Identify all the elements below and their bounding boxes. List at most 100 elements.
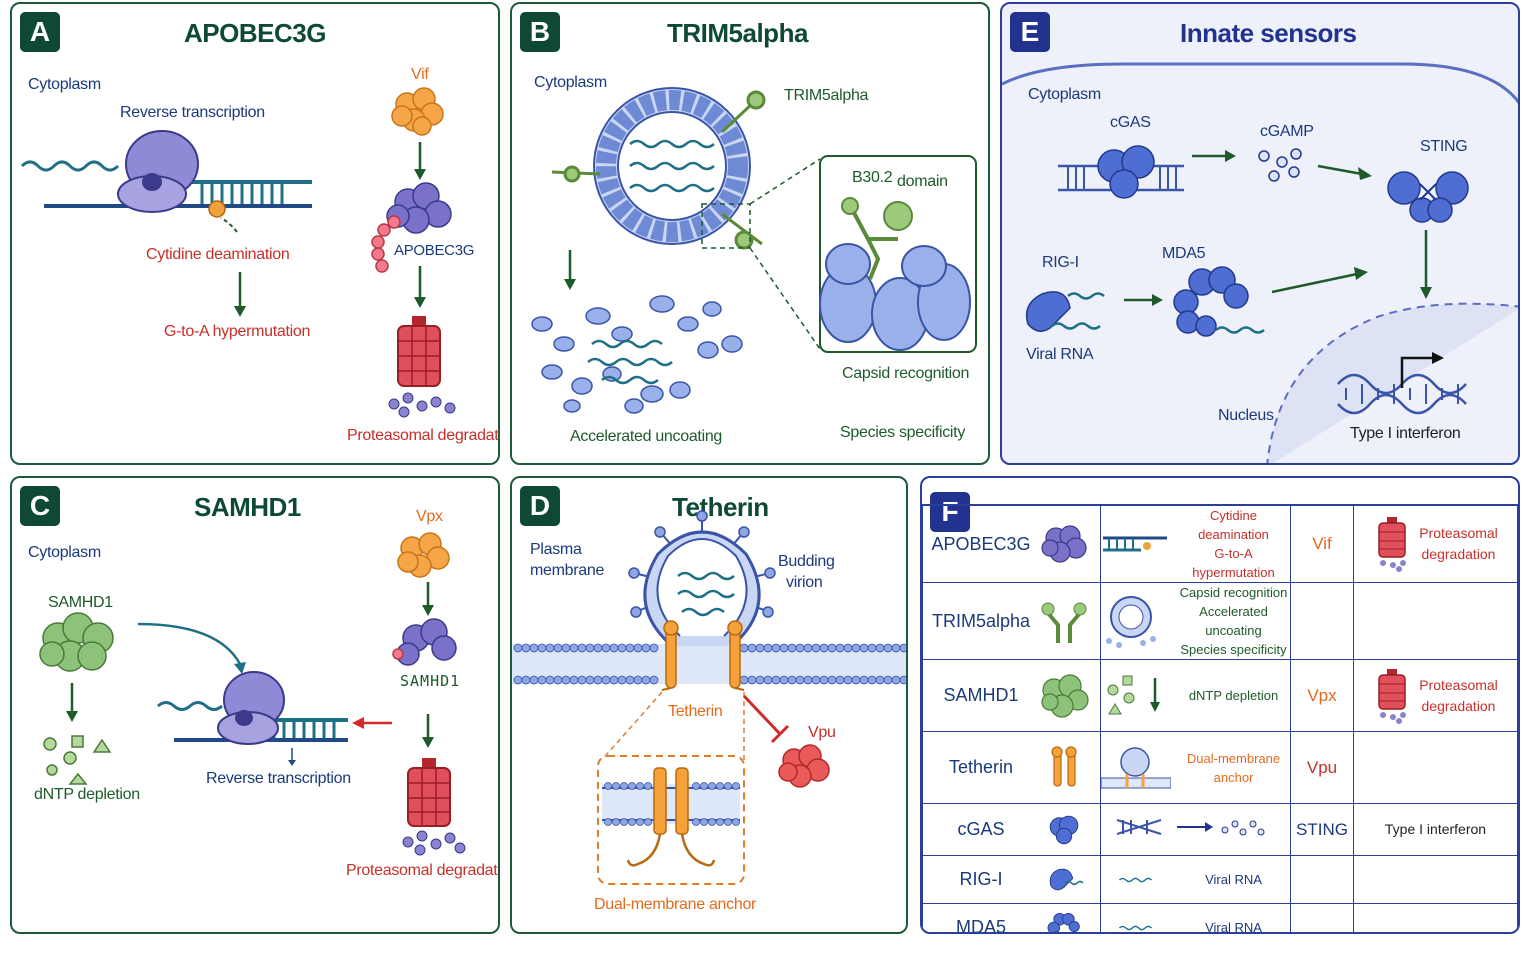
effect-line: anchor: [1213, 769, 1254, 785]
dna-deamination-icon: [1103, 536, 1167, 552]
panel-a-hypermutation: G-to-A hypermutation: [164, 323, 311, 340]
tetherin-icon: [1051, 745, 1077, 787]
antagonist-cell: [1290, 855, 1354, 904]
panel-c-illustration: [39, 532, 466, 856]
panel-e-cgamp: cGAMP: [1260, 123, 1314, 140]
panel-c-title: SAMHD1: [194, 492, 301, 522]
row-name: Tetherin: [948, 757, 1013, 777]
row-name: SAMHD1: [943, 685, 1019, 705]
panel-d-budding-line2: virion: [786, 574, 823, 591]
panel-e-nucleus: Nucleus: [1218, 407, 1274, 424]
panel-d-anchor: Dual-membrane anchor: [594, 896, 757, 913]
panel-d: D Tetherin: [510, 476, 908, 934]
panel-c-letter: C: [20, 486, 60, 526]
panel-d-budding-line1: Budding: [778, 553, 835, 570]
row-name: TRIM5alpha: [931, 610, 1030, 631]
cgas-icon: [1049, 815, 1079, 844]
outcome-cell: [1353, 731, 1518, 804]
row-name: cGAS: [957, 819, 1005, 839]
panel-e-cytoplasm: Cytoplasm: [1028, 86, 1101, 103]
panel-d-title: Tetherin: [672, 492, 769, 522]
panel-e-title: Innate sensors: [1180, 18, 1357, 48]
panel-c: C SAMHD1: [10, 476, 500, 934]
outcome-line: degradation: [1421, 697, 1496, 714]
panel-a-vif: Vif: [411, 66, 429, 83]
panel-e-sting: STING: [1420, 138, 1468, 155]
rigi-icon: [1049, 868, 1084, 890]
antagonist-cell: STING: [1290, 803, 1354, 856]
effect-line: Viral RNA: [1205, 920, 1262, 934]
antagonist-cell: Vif: [1290, 504, 1354, 583]
panel-a-title: APOBEC3G: [184, 18, 326, 48]
panel-e-illustration: [1002, 62, 1518, 463]
dntp-icon: [1107, 675, 1160, 714]
panel-e-interferon: Type I interferon: [1350, 425, 1461, 442]
panel-b-title: TRIM5alpha: [667, 18, 808, 48]
panel-b-letter: B: [520, 12, 560, 52]
table-row: Tetherin Dual-membrane anchor Vpu: [922, 731, 1518, 804]
panel-b-illustration: [531, 87, 977, 414]
outcome-cell: [1353, 855, 1518, 904]
antagonist-cell: Vpx: [1290, 659, 1354, 732]
panel-a: A APOBEC3G: [10, 2, 500, 465]
panel-b-b302-label: B30.2: [852, 169, 893, 186]
antagonist-cell: [1290, 903, 1354, 932]
row-name: APOBEC3G: [931, 533, 1031, 554]
effect-line: Accelerated uncoating: [1199, 604, 1268, 638]
panel-c-dntp-depletion: dNTP depletion: [34, 786, 140, 803]
panel-a-apobec3g: APOBEC3G: [394, 242, 475, 259]
panel-d-plasma-line2: membrane: [530, 562, 605, 579]
panel-e-rigi: RIG-I: [1042, 254, 1079, 271]
effect-line: Cytidine deamination: [1198, 508, 1269, 542]
panel-c-reverse-transcription: Reverse transcription: [206, 770, 351, 787]
panel-c-cytoplasm: Cytoplasm: [28, 544, 101, 561]
outcome-line: degradation: [1421, 546, 1496, 562]
table-row: MDA5 Viral RNA: [922, 903, 1518, 934]
panel-c-vpx: Vpx: [416, 508, 443, 525]
viral-rna-icon: [1118, 877, 1153, 882]
panel-c-samhd1-label: SAMHD1: [48, 594, 113, 611]
effect-line: Capsid recognition: [1179, 585, 1288, 600]
panel-e-mda5: MDA5: [1162, 245, 1206, 262]
panel-e-letter: E: [1010, 12, 1050, 52]
proteasome-icon: [1378, 668, 1407, 724]
samhd1-icon: [1041, 673, 1089, 718]
panel-a-letter: A: [20, 12, 60, 52]
panel-d-tetherin-label: Tetherin: [668, 703, 723, 720]
outcome-line: Proteasomal: [1419, 525, 1498, 541]
capsid-icon: [1106, 596, 1156, 648]
trim5alpha-icon: [1041, 602, 1087, 643]
effect-line: Species specificity: [1180, 642, 1287, 657]
panel-e-viral-rna: Viral RNA: [1026, 346, 1094, 363]
panel-b-uncoating: Accelerated uncoating: [570, 428, 723, 445]
panel-c-degradation: Proteasomal degradation: [346, 862, 498, 879]
viral-rna-icon: [1118, 925, 1153, 930]
table-row: SAMHD1 dNTP depletion Vpx: [922, 659, 1518, 732]
table-row: RIG-I Viral RNA: [922, 855, 1518, 904]
panel-b-species-specificity: Species specificity: [840, 424, 966, 441]
effect-line: Dual-membrane: [1186, 750, 1281, 766]
effect-line: Viral RNA: [1205, 872, 1262, 887]
panel-d-vpu: Vpu: [808, 724, 836, 741]
panel-c-samhd1-tag: SAMHD1: [382, 666, 498, 698]
panel-e: E Innate sensors: [1000, 2, 1520, 465]
effect-line: dNTP depletion: [1188, 688, 1279, 703]
outcome-line: Proteasomal: [1419, 676, 1498, 693]
panel-a-reverse-transcription: Reverse transcription: [120, 104, 265, 121]
effect-line: G-to-A hypermutation: [1192, 546, 1275, 580]
proteasome-icon: [1378, 517, 1407, 572]
panel-d-letter: D: [520, 486, 560, 526]
panel-d-illustration: [512, 510, 906, 885]
antagonist-cell: Vpu: [1290, 731, 1354, 804]
panel-a-degradation: Proteasomal degradation: [347, 427, 499, 444]
cgas-pathway-icon: [1116, 819, 1264, 836]
panel-e-cgas: cGAS: [1110, 114, 1151, 131]
rna-strand: [20, 160, 120, 172]
outcome-cell: [1353, 582, 1518, 660]
budding-virion-icon: [1101, 746, 1171, 788]
panel-a-illustration: [20, 87, 456, 418]
